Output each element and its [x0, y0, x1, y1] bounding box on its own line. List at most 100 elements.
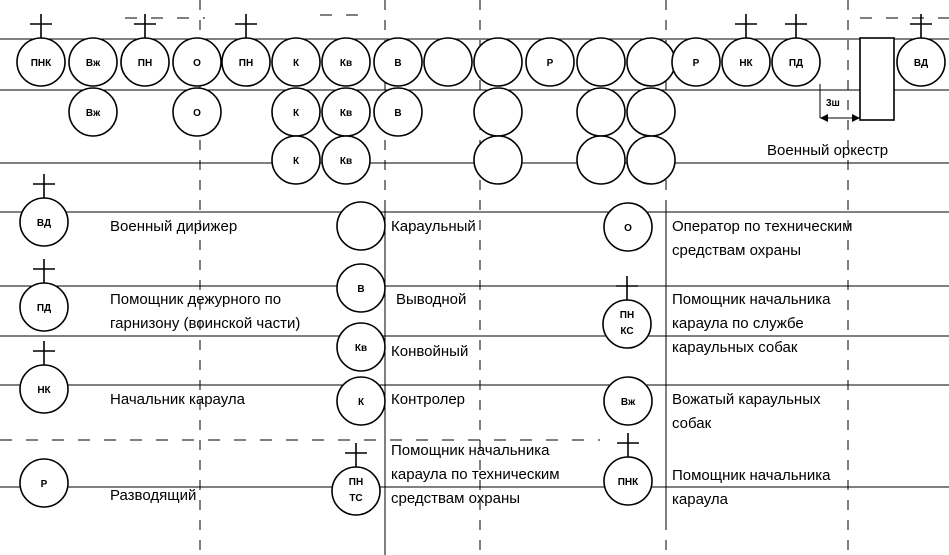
legend-pnts-code-1: ТС [349, 493, 362, 504]
row1-3-circle [172, 37, 222, 87]
legend-r-circle [19, 458, 69, 508]
legend-vzh-code: Вж [621, 397, 636, 408]
row1-12-circle [626, 37, 676, 87]
legend-pnks-text-2: караульных собак [672, 339, 798, 356]
gap-label: 3ш [826, 98, 840, 109]
row1-13-code: Р [693, 58, 700, 69]
row1-6-code: Кв [340, 58, 352, 69]
row1-5-code: К [293, 58, 300, 69]
legend-o-circle [603, 202, 653, 252]
legend-o-text-0: Оператор по техническим [672, 218, 852, 235]
row1-5-circle [271, 37, 321, 87]
legend-pnks-circle [602, 299, 652, 349]
legend-pnks-text-0: Помощник начальника [672, 291, 831, 308]
row1-15-code: ПД [789, 58, 803, 69]
legend-pd-code: ПД [37, 303, 51, 314]
legend-k-text-0: Контролер [391, 391, 465, 408]
row1-10-circle [525, 37, 575, 87]
legend-r-text-0: Разводящий [110, 487, 196, 504]
row1-6-circle [321, 37, 371, 87]
legend-k-circle [336, 376, 386, 426]
row3-4-circle [626, 135, 676, 185]
legend-v-text-0: Выводной [396, 291, 466, 308]
row1-14-code: НК [739, 58, 753, 69]
legend-pnk-code: ПНК [618, 477, 639, 488]
legend-pnks-text-1: караула по службе [672, 315, 804, 332]
legend-kv-text-0: Конвойный [391, 343, 468, 360]
legend-kar-circle [336, 201, 386, 251]
legend-pnts-text-0: Помощник начальника [391, 442, 550, 459]
gap-arrow-left [820, 114, 828, 122]
legend-r-code: Р [41, 479, 48, 490]
gap-arrow-right [852, 114, 860, 122]
row2-1-circle [172, 87, 222, 137]
row1-0-code: ПНК [31, 58, 52, 69]
row1-2-code: ПН [138, 58, 152, 69]
row3-0-code: К [293, 156, 300, 167]
row1-16-code: ВД [914, 58, 928, 69]
row3-3-circle [576, 135, 626, 185]
legend-nk-text-0: Начальник караула [110, 391, 246, 408]
legend-pnks-code-0: ПН [620, 310, 634, 321]
row1-13-circle [671, 37, 721, 87]
legend-vd-circle [19, 197, 69, 247]
row2-5-circle [473, 87, 523, 137]
row1-1-circle [68, 37, 118, 87]
row2-0-code: Вж [86, 108, 101, 119]
row1-11-circle [576, 37, 626, 87]
row2-4-code: В [394, 108, 401, 119]
legend-pnts-text-2: средствам охраны [391, 490, 520, 507]
row3-1-code: Кв [340, 156, 352, 167]
row2-7-circle [626, 87, 676, 137]
legend-vzh-text-0: Вожатый караульных [672, 391, 821, 408]
row2-2-code: К [293, 108, 300, 119]
row1-7-circle [373, 37, 423, 87]
legend-nk-code: НК [37, 385, 51, 396]
legend-pd-text-1: гарнизону (воинской части) [110, 315, 300, 332]
row2-3-code: Кв [340, 108, 352, 119]
row3-1-circle [321, 135, 371, 185]
orchestra-box [859, 37, 895, 121]
legend-kv-circle [336, 322, 386, 372]
row1-1-code: Вж [86, 58, 101, 69]
row1-7-code: В [394, 58, 401, 69]
legend-vzh-circle [603, 376, 653, 426]
row2-6-circle [576, 87, 626, 137]
legend-pnts-code-0: ПН [349, 477, 363, 488]
row3-2-circle [473, 135, 523, 185]
legend-pnts-circle [331, 466, 381, 516]
row3-0-circle [271, 135, 321, 185]
row1-3-code: О [193, 58, 201, 69]
legend-o-text-1: средствам охраны [672, 242, 801, 259]
orchestra-label: Военный оркестр [767, 142, 888, 159]
legend-kv-code: Кв [355, 343, 367, 354]
legend-pnk-circle [603, 456, 653, 506]
row1-9-circle [473, 37, 523, 87]
legend-v-code: В [357, 284, 364, 295]
legend-k-code: К [358, 397, 365, 408]
row1-8-circle [423, 37, 473, 87]
legend-pnts-text-1: караула по техническим [391, 466, 560, 483]
legend-vd-code: ВД [37, 218, 51, 229]
legend-pnks-code-1: КС [620, 326, 633, 337]
legend-nk-circle [19, 364, 69, 414]
legend-pnk-text-1: караула [672, 491, 729, 508]
row2-0-circle [68, 87, 118, 137]
legend-pd-text-0: Помощник дежурного по [110, 291, 281, 308]
legend-kar-text-0: Караульный [391, 218, 476, 235]
row1-10-code: Р [547, 58, 554, 69]
row2-4-circle [373, 87, 423, 137]
row2-1-code: О [193, 108, 201, 119]
legend-vzh-text-1: собак [672, 415, 712, 432]
legend-o-code: О [624, 223, 632, 234]
legend-pnk-text-0: Помощник начальника [672, 467, 831, 484]
legend-vd-text-0: Военный дирижер [110, 218, 237, 235]
legend-v-circle [336, 263, 386, 313]
row1-4-code: ПН [239, 58, 253, 69]
legend-pd-circle [19, 282, 69, 332]
